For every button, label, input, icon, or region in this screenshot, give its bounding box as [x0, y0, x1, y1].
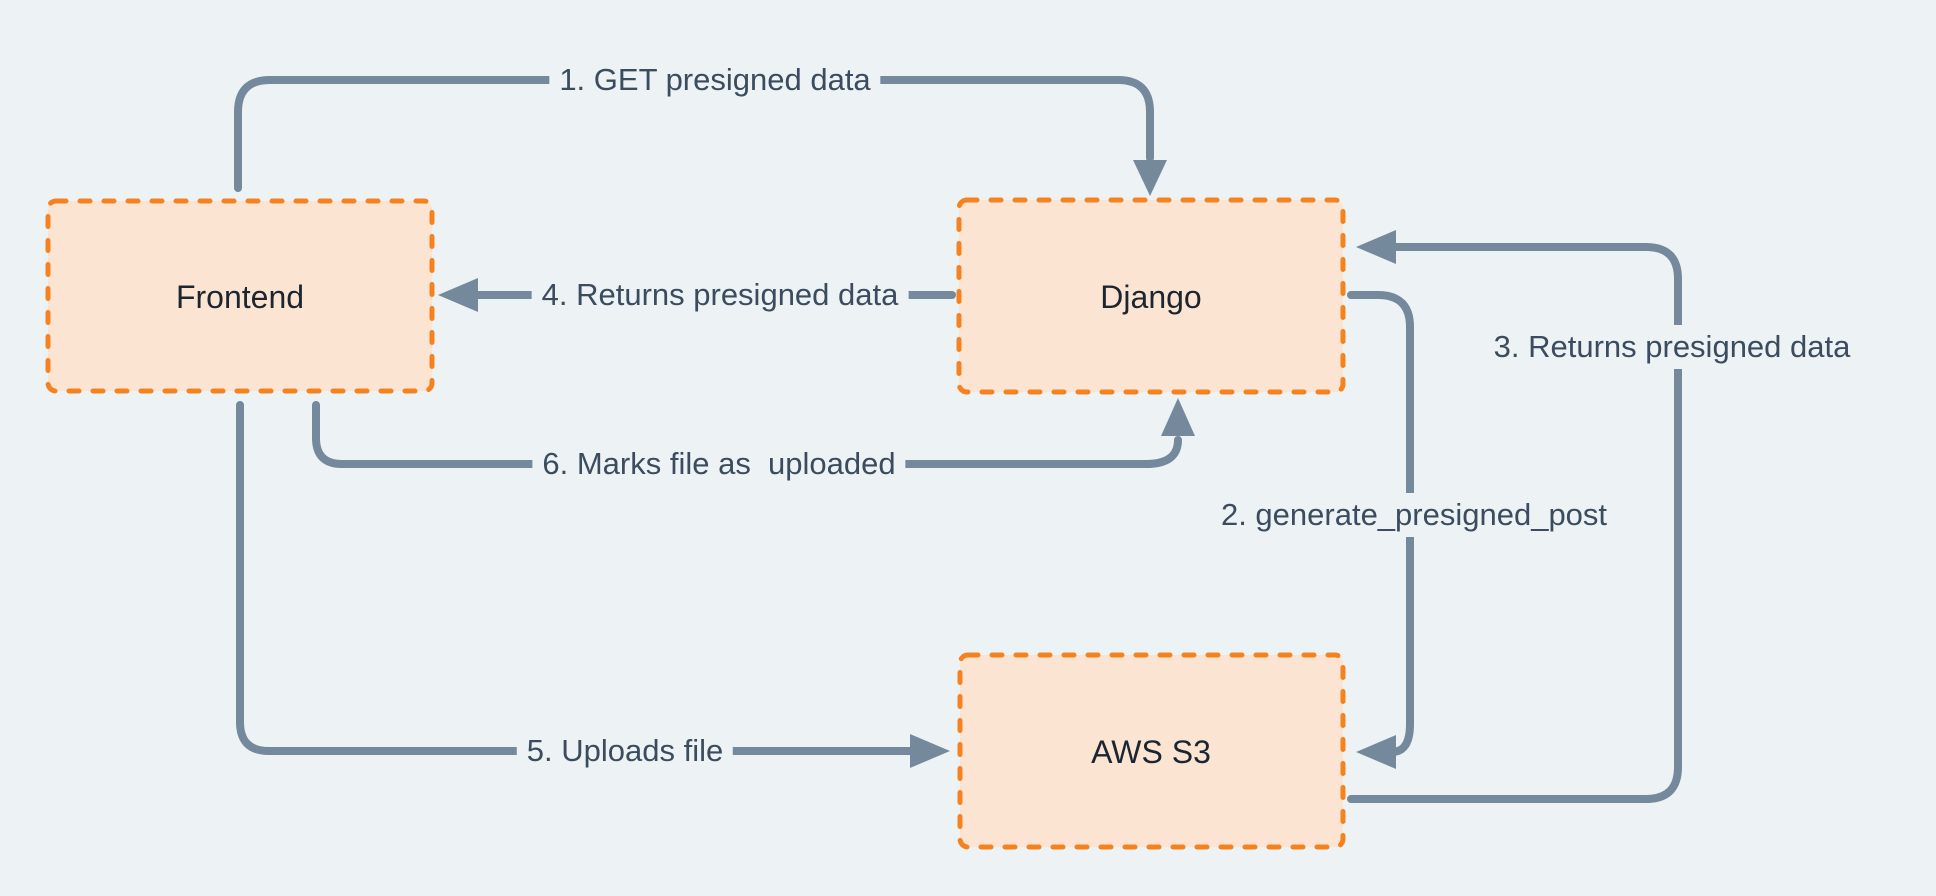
- step-6-label: 6. Marks file as uploaded: [532, 442, 906, 486]
- django-node-box: [956, 197, 1346, 395]
- arrow-3-returns-presigned-data: [1347, 243, 1682, 803]
- aws-s3-node-label: AWS S3: [1091, 734, 1211, 770]
- step-4-label: 4. Returns presigned data: [531, 273, 909, 317]
- step-5-label: 5. Uploads file: [516, 729, 734, 773]
- arrow-5-head-right-icon: [910, 734, 950, 768]
- step-1-label: 1. GET presigned data: [549, 58, 881, 102]
- django-node-label: Django: [1100, 279, 1202, 315]
- arrow-3-head-left-icon: [1356, 230, 1396, 264]
- arrow-6-marks-file-uploaded: [312, 401, 1182, 468]
- arrow-2-head-left-icon: [1356, 735, 1396, 769]
- step-2-label: 2. generate_presigned_post: [1210, 493, 1618, 537]
- aws-s3-node-box: [957, 652, 1346, 850]
- arrow-2-generate-presigned-post: [1347, 291, 1414, 756]
- arrow-6-head-up-icon: [1161, 398, 1195, 436]
- arrow-1-head-down-icon: [1133, 160, 1167, 196]
- arrow-5-uploads-file: [236, 401, 914, 755]
- frontend-node-box: [45, 198, 435, 394]
- frontend-node-label: Frontend: [175, 279, 305, 315]
- arrow-4-head-left-icon: [438, 278, 478, 312]
- step-3-label: 3. Returns presigned data: [1483, 325, 1861, 369]
